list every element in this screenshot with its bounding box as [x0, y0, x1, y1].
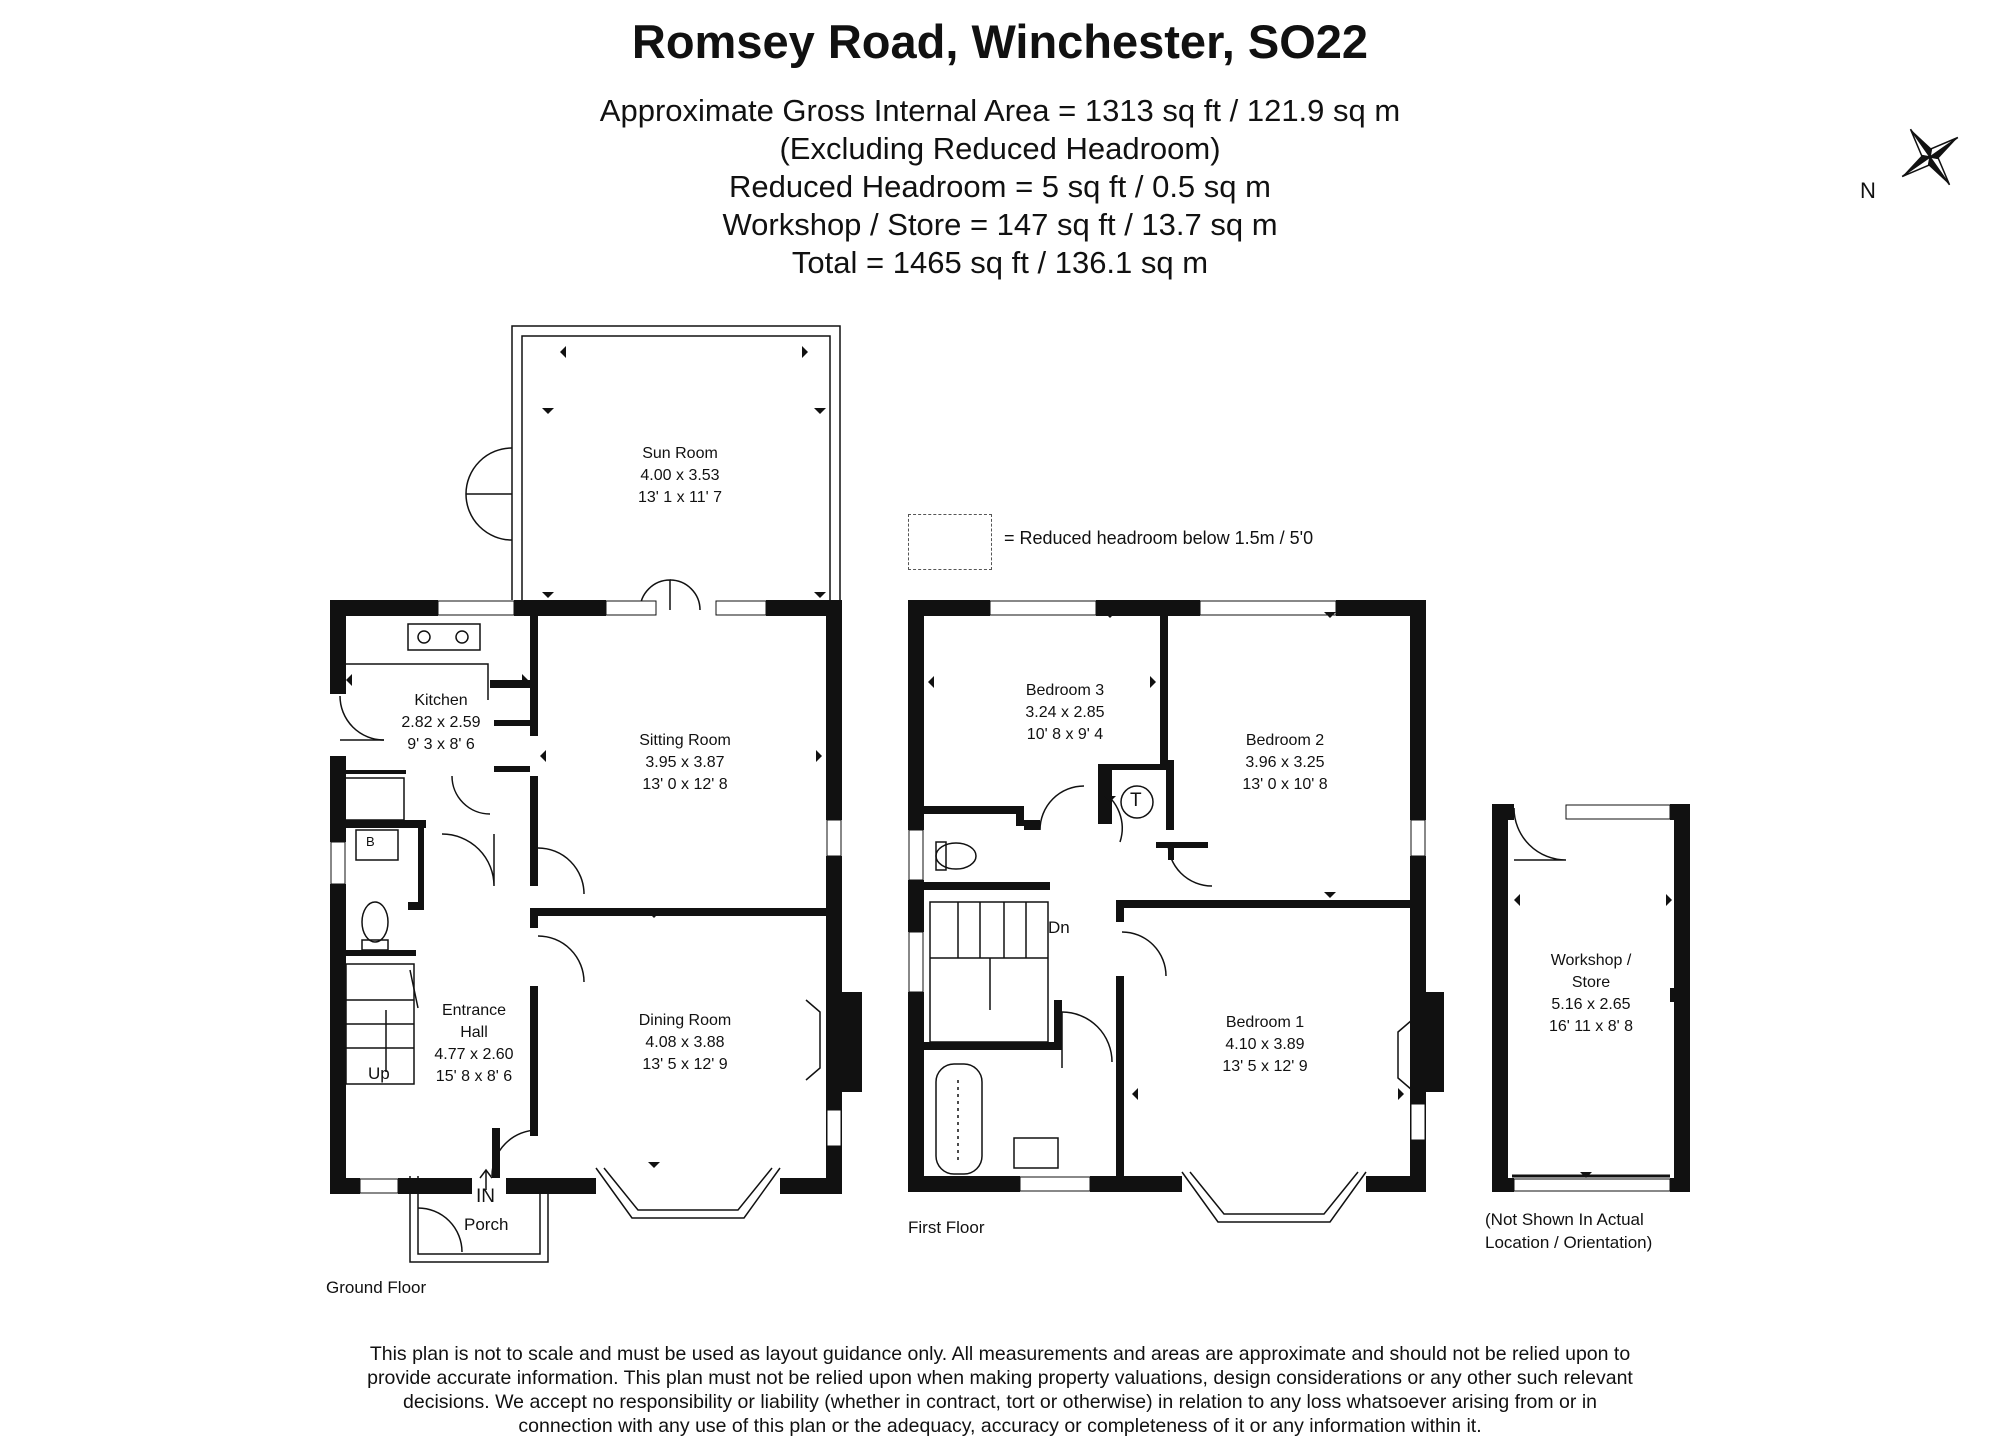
first-floor-staircase [929, 901, 1049, 1043]
reduced-headroom-legend-text: = Reduced headroom below 1.5m / 5'0 [1004, 528, 1314, 548]
dining-room-name: Dining Room [638, 1012, 732, 1029]
bedroom1-metric: 4.10 x 3.89 [1225, 1036, 1305, 1053]
sun-room-label: Sun Room 4.00 x 3.53 13' 1 x 11' 7 [600, 443, 760, 509]
bedroom1-imperial: 13' 5 x 12' 9 [1222, 1058, 1308, 1075]
entrance-hall-imperial: 15' 8 x 8' 6 [435, 1068, 513, 1085]
sun-room-imperial: 13' 1 x 11' 7 [637, 489, 723, 506]
workshop-label: Workshop / Store 5.16 x 2.65 16' 11 x 8'… [1526, 950, 1656, 1038]
kitchen-label: Kitchen 2.82 x 2.59 9' 3 x 8' 6 [371, 690, 511, 756]
bathtub [935, 1063, 983, 1175]
dining-room-label: Dining Room 4.08 x 3.88 13' 5 x 12' 9 [610, 1010, 760, 1076]
stairs-down-label: Dn [1048, 918, 1070, 937]
disclaimer-line: connection with any use of this plan or … [518, 1415, 1482, 1437]
sun-room-walls [511, 325, 841, 600]
workshop-name-line1: Workshop / [1550, 952, 1632, 969]
area-summary: Approximate Gross Internal Area = 1313 s… [0, 92, 2000, 282]
porch-label: Porch [464, 1215, 509, 1234]
area-line-reduced-headroom: Reduced Headroom = 5 sq ft / 0.5 sq m [729, 169, 1271, 204]
disclaimer-line: decisions. We accept no responsibility o… [403, 1391, 1597, 1413]
workshop-note-line2: Location / Orientation) [1485, 1233, 1653, 1252]
disclaimer-line: This plan is not to scale and must be us… [369, 1343, 1631, 1365]
bedroom2-imperial: 13' 0 x 10' 8 [1242, 776, 1328, 793]
disclaimer-line: provide accurate information. This plan … [367, 1367, 1633, 1389]
entrance-hall-name-line1: Entrance [441, 1002, 507, 1019]
water-tank [1120, 785, 1154, 819]
bedroom3-label: Bedroom 3 3.24 x 2.85 10' 8 x 9' 4 [995, 680, 1135, 746]
entry-marker: IN [476, 1186, 495, 1207]
kitchen-metric: 2.82 x 2.59 [401, 714, 481, 731]
tank-marker: T [1130, 790, 1142, 811]
bedroom3-name: Bedroom 3 [1025, 682, 1105, 699]
compass-rose-icon [1901, 128, 1959, 186]
entrance-hall-metric: 4.77 x 2.60 [434, 1046, 514, 1063]
bedroom2-label: Bedroom 2 3.96 x 3.25 13' 0 x 10' 8 [1215, 730, 1355, 796]
dining-room-metric: 4.08 x 3.88 [645, 1034, 725, 1051]
porch-walls [409, 1176, 549, 1263]
bedroom2-name: Bedroom 2 [1245, 732, 1325, 749]
bedroom3-metric: 3.24 x 2.85 [1025, 704, 1105, 721]
kitchen-sink [407, 623, 481, 651]
stairs-up-label: Up [368, 1064, 390, 1083]
first-floor-label: First Floor [908, 1218, 985, 1237]
entry-arrow-icon [479, 1168, 493, 1190]
workshop-note-line1: (Not Shown In Actual [1485, 1210, 1644, 1229]
area-line-gross: Approximate Gross Internal Area = 1313 s… [599, 93, 1401, 128]
sitting-room-name: Sitting Room [639, 732, 731, 749]
ground-floor-label: Ground Floor [326, 1278, 427, 1297]
bedroom2-metric: 3.96 x 3.25 [1245, 754, 1325, 771]
entrance-hall-name-line2: Hall [460, 1024, 488, 1041]
reduced-headroom-legend-swatch [908, 514, 992, 570]
workshop-location-note: (Not Shown In Actual Location / Orientat… [1485, 1208, 1652, 1254]
plan-title: Romsey Road, Winchester, SO22 [631, 15, 1369, 68]
entrance-hall-label: Entrance Hall 4.77 x 2.60 15' 8 x 8' 6 [414, 1000, 534, 1088]
workshop-door [1513, 807, 1567, 861]
workshop-metric: 5.16 x 2.65 [1551, 996, 1631, 1013]
area-line-workshop: Workshop / Store = 147 sq ft / 13.7 sq m [722, 207, 1278, 242]
compass-north-label: N [1860, 178, 1876, 203]
sun-room-metric: 4.00 x 3.53 [640, 467, 720, 484]
sitting-room-metric: 3.95 x 3.87 [645, 754, 725, 771]
area-line-excluding: (Excluding Reduced Headroom) [779, 131, 1221, 166]
bedroom1-name: Bedroom 1 [1225, 1014, 1305, 1031]
ground-staircase [345, 963, 419, 1085]
workshop-name-line2: Store [1571, 974, 1611, 991]
sun-room-side-doors [465, 447, 513, 541]
area-line-total: Total = 1465 sq ft / 136.1 sq m [791, 245, 1209, 280]
dining-room-imperial: 13' 5 x 12' 9 [642, 1056, 728, 1073]
kitchen-name: Kitchen [414, 692, 468, 709]
ground-wc-toilet [361, 901, 389, 943]
workshop-imperial: 16' 11 x 8' 8 [1548, 1018, 1634, 1035]
sitting-room-imperial: 13' 0 x 12' 8 [642, 776, 728, 793]
dining-bay-window [595, 1167, 781, 1219]
bedroom1-bay-window [1181, 1171, 1367, 1223]
bedroom1-label: Bedroom 1 4.10 x 3.89 13' 5 x 12' 9 [1195, 1012, 1335, 1078]
bedroom3-imperial: 10' 8 x 9' 4 [1026, 726, 1104, 743]
kitchen-imperial: 9' 3 x 8' 6 [407, 736, 475, 753]
disclaimer-text: This plan is not to scale and must be us… [270, 1342, 1730, 1438]
sitting-room-label: Sitting Room 3.95 x 3.87 13' 0 x 12' 8 [610, 730, 760, 796]
sun-room-name: Sun Room [642, 445, 718, 462]
boiler-marker: B [366, 834, 375, 849]
